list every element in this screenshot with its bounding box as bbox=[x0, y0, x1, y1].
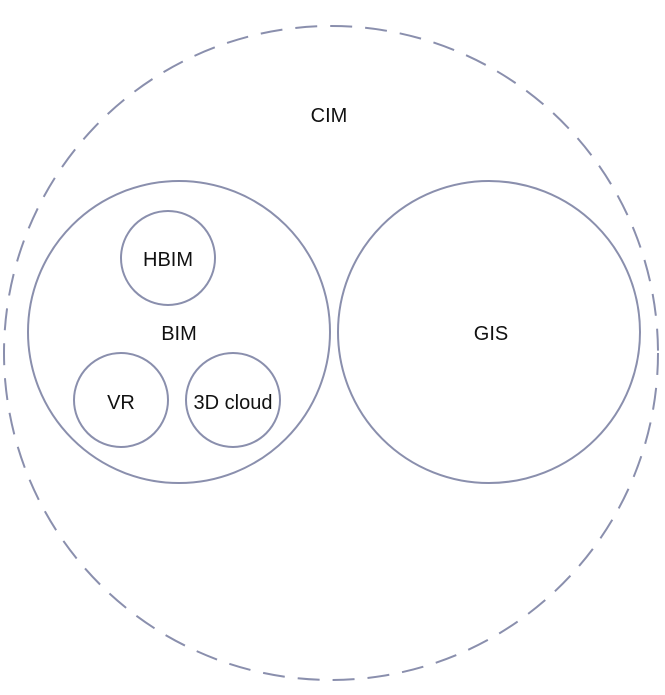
hbim-circle bbox=[120, 210, 216, 306]
bim-label: BIM bbox=[161, 323, 197, 345]
vr-label: VR bbox=[107, 392, 135, 414]
3d-cloud-circle bbox=[185, 352, 281, 448]
cim-label: CIM bbox=[311, 105, 348, 127]
3d-cloud-label: 3D cloud bbox=[194, 392, 273, 414]
gis-circle bbox=[337, 180, 641, 484]
bim-circle bbox=[27, 180, 331, 484]
gis-label: GIS bbox=[474, 323, 508, 345]
vr-circle bbox=[73, 352, 169, 448]
hbim-label: HBIM bbox=[143, 249, 193, 271]
cim-circle bbox=[3, 25, 659, 681]
